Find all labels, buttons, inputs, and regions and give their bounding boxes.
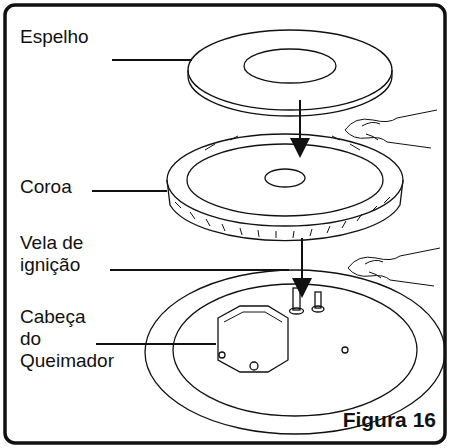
- burner-cap: [188, 30, 392, 116]
- ignition-spark-plug: [290, 288, 325, 314]
- figure-caption: Figura 16: [343, 408, 436, 432]
- assembly-arrow: [299, 100, 301, 148]
- part-label: Vela de ignição: [20, 232, 110, 276]
- part-label: Espelho: [20, 26, 130, 48]
- frame: [5, 5, 445, 443]
- part-label: Cabeça do Queimador: [20, 306, 92, 372]
- assembly-arrow: [301, 238, 303, 288]
- hand-icon: [345, 110, 440, 286]
- leader-line: [110, 269, 289, 271]
- leader-line: [96, 343, 216, 345]
- burner-base: [145, 270, 445, 434]
- leader-line: [112, 59, 192, 61]
- part-label: Coroa: [20, 176, 130, 198]
- burner-crown: [167, 134, 403, 241]
- leader-line: [92, 190, 167, 192]
